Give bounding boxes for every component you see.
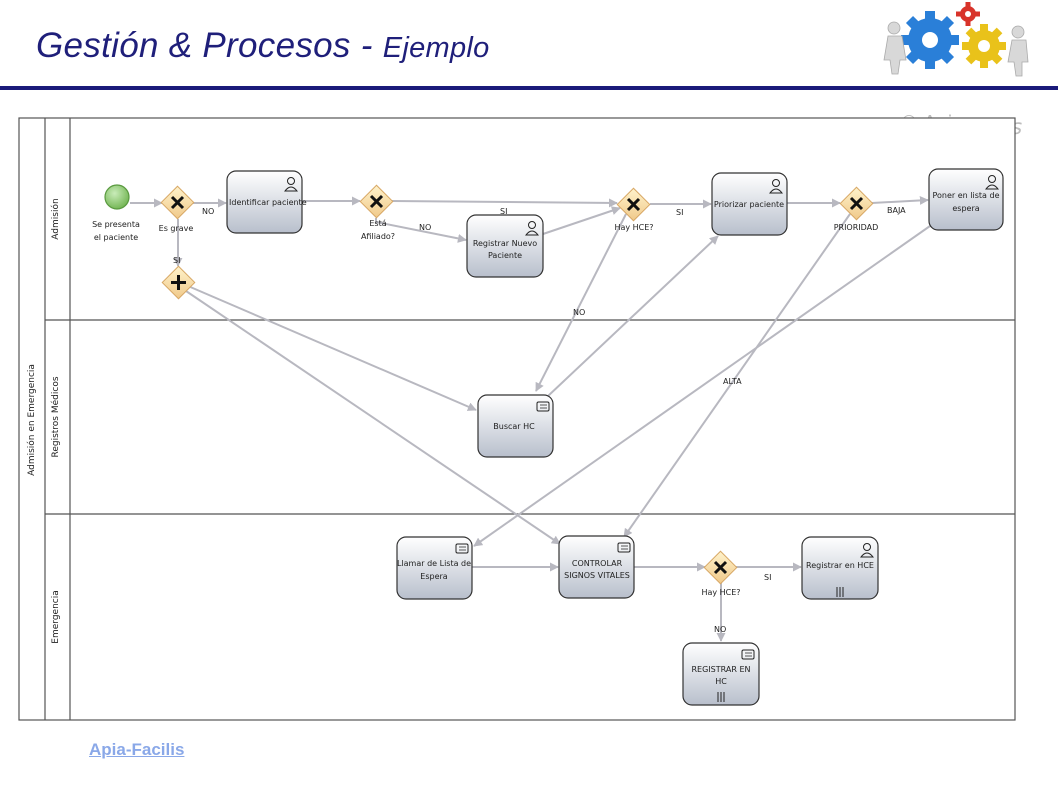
gateway-prioridad-label: PRIORIDAD — [834, 223, 879, 232]
gateway-esta-afiliado-label-line2: Afiliado? — [361, 232, 395, 241]
apia-facilis-link[interactable]: Apia-Facilis — [89, 740, 185, 759]
flow-label-no-afiliado: NO — [419, 223, 431, 232]
x-icon — [626, 197, 641, 212]
script-icon — [741, 649, 755, 660]
start-event-label-line2: el paciente — [94, 233, 138, 242]
flow-afiliado-no — [375, 218, 467, 243]
title-divider — [0, 86, 1058, 90]
task-poner-en-lista-label-line2: espera — [952, 204, 979, 213]
flow-label-no-hce-emergencia: NO — [714, 625, 726, 634]
flow-prioridad-alta — [623, 213, 851, 538]
gateway-esta-afiliado[interactable] — [359, 184, 394, 219]
gateway-hay-hce-emergencia-label: Hay HCE? — [701, 588, 740, 597]
task-poner-en-lista-de-espera[interactable]: Poner en lista de espera — [928, 168, 1004, 231]
flow-prioridad-baja — [871, 195, 929, 205]
gateway-hay-hce-admision[interactable] — [616, 187, 651, 222]
task-registrar-en-hc[interactable]: REGISTRAR EN HC — [682, 642, 760, 706]
flow-label-no-hce: NO — [573, 308, 585, 317]
task-controlar-label-line2: SIGNOS VITALES — [564, 571, 630, 580]
flow-parallel-to-controlar — [185, 290, 561, 545]
task-identificar-paciente-label: Identificar paciente — [229, 198, 307, 207]
task-poner-en-lista-label-line1: Poner en lista de — [933, 191, 1000, 200]
lane-label-admision: Admisión — [50, 198, 61, 239]
multi-instance-icon — [836, 587, 844, 597]
flow-registrar-to-hayhce — [542, 206, 621, 235]
flow-label-alta: ALTA — [723, 377, 742, 386]
x-icon — [170, 195, 185, 210]
x-icon — [369, 194, 384, 209]
title-main: Gestión & Procesos - — [36, 26, 373, 65]
sequence-flows — [130, 195, 931, 642]
task-registrar-nuevo-paciente[interactable]: Registrar Nuevo Paciente — [466, 214, 544, 278]
task-controlar-signos-vitales[interactable]: CONTROLAR SIGNOS VITALES — [558, 535, 635, 599]
task-registrar-en-hc-label-line2: HC — [715, 677, 727, 686]
user-icon — [768, 179, 784, 194]
task-registrar-en-hce-label: Registrar en HCE — [806, 561, 874, 570]
script-icon — [617, 542, 631, 553]
task-identificar-paciente[interactable]: Identificar paciente — [226, 170, 307, 234]
user-icon — [283, 177, 299, 192]
lane-label-emergencia: Emergencia — [51, 590, 61, 643]
gateway-hay-hce-emergencia[interactable] — [703, 550, 738, 585]
task-controlar-label-line1: CONTROLAR — [572, 559, 623, 568]
pool-label: Admisión en Emergencia — [26, 364, 37, 476]
task-llamar-lista-label-line2: Espera — [420, 572, 448, 581]
lane-label-registros-medicos: Registros Médicos — [50, 376, 61, 457]
gateway-prioridad[interactable] — [839, 186, 874, 221]
task-registrar-nuevo-paciente-label-line1: Registrar Nuevo — [473, 239, 537, 248]
page-title: Gestión & Procesos - Ejemplo — [36, 26, 490, 66]
start-event-label-line1: Se presenta — [92, 220, 140, 229]
flow-lista-to-llamar — [473, 225, 931, 547]
multi-instance-icon — [717, 692, 725, 702]
gateway-esta-afiliado-label-line1: Está — [369, 219, 386, 228]
script-icon — [536, 401, 550, 412]
task-buscar-hc-label: Buscar HC — [493, 422, 535, 431]
task-registrar-en-hce[interactable]: Registrar en HCE — [801, 536, 879, 600]
task-priorizar-paciente-label: Priorizar paciente — [714, 200, 784, 209]
flow-hayhce-no — [535, 213, 627, 392]
plus-icon — [171, 275, 186, 290]
gateway-hay-hce-admision-label: Hay HCE? — [614, 223, 653, 232]
task-registrar-en-hc-label-line1: REGISTRAR EN — [692, 665, 751, 674]
user-icon — [524, 221, 540, 236]
flow-label-baja: BAJA — [887, 206, 906, 215]
gears-people-icon — [883, 2, 1029, 77]
flow-label-si-grave: SI — [173, 256, 180, 265]
flow-label-no-grave: NO — [202, 207, 214, 216]
task-priorizar-paciente[interactable]: Priorizar paciente — [711, 172, 788, 236]
flow-afiliado-si — [391, 198, 618, 208]
task-llamar-lista-label-line1: Llamar de Lista de — [397, 559, 471, 568]
user-icon — [859, 543, 875, 558]
flow-parallel-to-buscar — [187, 285, 477, 411]
gateway-es-grave-label: Es grave — [159, 224, 194, 233]
flow-label-si-afiliado: SI — [500, 207, 507, 216]
flow-label-si-hce: SI — [676, 208, 683, 217]
x-icon — [849, 196, 864, 211]
title-subtitle: Ejemplo — [382, 32, 490, 64]
task-llamar-de-lista-de-espera[interactable]: Llamar de Lista de Espera — [396, 536, 473, 600]
script-icon — [455, 543, 469, 554]
parallel-gateway[interactable] — [161, 265, 196, 300]
task-buscar-hc[interactable]: Buscar HC — [477, 394, 554, 458]
start-event[interactable] — [104, 184, 130, 210]
flow-label-si-hce-emergencia: SI — [764, 573, 771, 582]
x-icon — [713, 560, 728, 575]
user-icon — [984, 175, 1000, 190]
gateway-es-grave[interactable] — [160, 185, 195, 220]
task-registrar-nuevo-paciente-label-line2: Paciente — [488, 251, 522, 260]
flow-buscar-to-priorizar — [547, 235, 719, 397]
